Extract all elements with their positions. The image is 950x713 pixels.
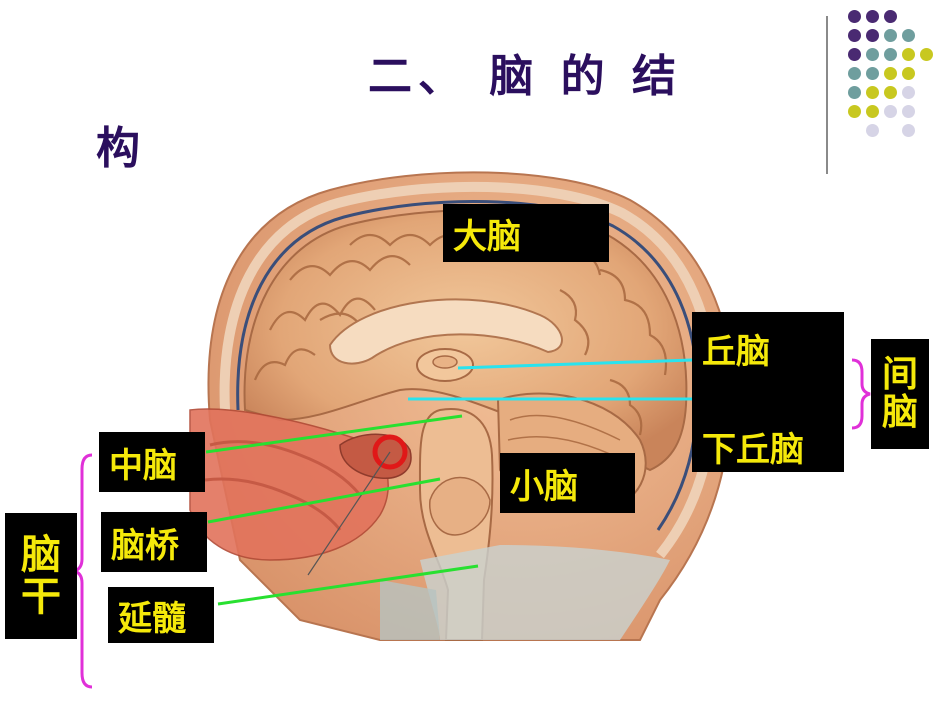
- spinal-column: [420, 545, 670, 640]
- dot: [866, 124, 879, 137]
- corpus-callosum: [328, 298, 563, 365]
- label-thalamus-hypothalamus-box: 丘脑 下丘脑: [692, 312, 844, 472]
- label-cerebrum: 大脑: [443, 204, 609, 262]
- dot: [866, 105, 879, 118]
- dot: [884, 86, 897, 99]
- label-thalamus: 丘脑: [702, 332, 770, 372]
- label-diencephalon-char-2: 脑: [881, 392, 918, 433]
- dot: [884, 67, 897, 80]
- diencephalon-bracket: [851, 358, 871, 430]
- label-midbrain: 中脑: [99, 432, 205, 492]
- dot: [848, 29, 861, 42]
- dot: [884, 48, 897, 61]
- label-hypothalamus: 下丘脑: [702, 430, 804, 470]
- dot: [884, 29, 897, 42]
- dot: [902, 86, 915, 99]
- slide-title-line-1: 二、 脑 的 结: [368, 51, 682, 102]
- dot: [902, 124, 915, 137]
- dot: [848, 67, 861, 80]
- dot: [848, 105, 861, 118]
- label-diencephalon: 间 脑: [871, 339, 929, 449]
- dot: [920, 48, 933, 61]
- label-pons: 脑桥: [101, 512, 207, 572]
- dot: [866, 86, 879, 99]
- dot: [848, 48, 861, 61]
- slide-title-line-2: 构: [96, 123, 140, 174]
- thalamus-pointer-line: [457, 358, 693, 370]
- label-brainstem-char-2: 干: [21, 574, 61, 620]
- label-diencephalon-char-1: 间: [881, 354, 918, 396]
- dot: [884, 105, 897, 118]
- pons-pointer-line: [207, 477, 441, 524]
- dot: [866, 29, 879, 42]
- label-brainstem: 脑 干: [5, 513, 77, 639]
- dot: [866, 48, 879, 61]
- dot: [902, 105, 915, 118]
- dot: [866, 67, 879, 80]
- midbrain-pointer-line: [205, 414, 463, 454]
- dot: [902, 67, 915, 80]
- dot: [884, 10, 897, 23]
- red-ring-icon: [372, 434, 408, 470]
- label-cerebellum: 小脑: [500, 453, 635, 513]
- dot: [848, 10, 861, 23]
- dot: [902, 48, 915, 61]
- decorative-divider: [826, 16, 828, 174]
- dot: [866, 10, 879, 23]
- label-medulla: 延髓: [108, 587, 214, 643]
- dot: [848, 86, 861, 99]
- label-brainstem-char-1: 脑: [21, 532, 61, 578]
- dot: [902, 29, 915, 42]
- medulla-pointer-line: [217, 564, 479, 606]
